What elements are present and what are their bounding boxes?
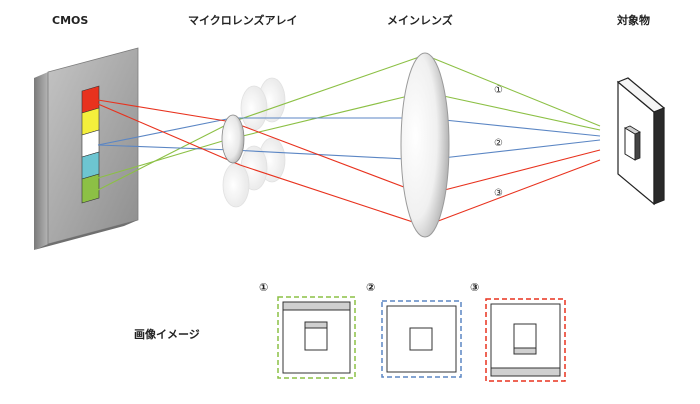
image-1-number: ① [259, 281, 268, 294]
ray-label-3: ③ [494, 188, 503, 199]
image-3 [485, 298, 566, 382]
main-lens-label: メインレンズ [387, 13, 453, 27]
red-rays [97, 99, 601, 227]
ray-label-2: ② [494, 138, 503, 149]
image-2-number: ② [366, 281, 375, 294]
main-lens [400, 52, 450, 238]
cmos-label: CMOS [52, 14, 88, 27]
image-label: 画像イメージ [134, 327, 200, 341]
image-1 [277, 296, 356, 379]
object [616, 77, 666, 206]
microlens-main [221, 114, 245, 164]
pixel-green [81, 173, 100, 204]
cmos-pixel-column [81, 85, 100, 204]
object-label: 対象物 [616, 13, 650, 27]
green-rays [97, 54, 601, 191]
blue-rays [97, 117, 601, 161]
ray-label-1: ① [494, 85, 503, 96]
microlens-ghosts [222, 77, 286, 208]
image-3-number: ③ [470, 281, 479, 294]
image-2 [381, 300, 462, 378]
microlens-array-label: マイクロレンズアレイ [188, 13, 298, 27]
